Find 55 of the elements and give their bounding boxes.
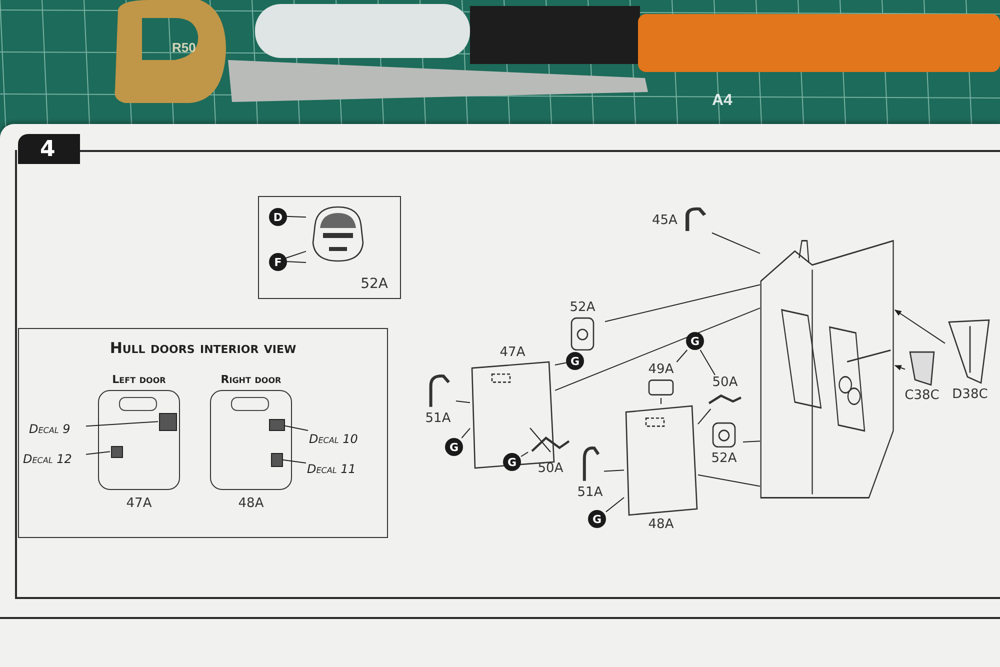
decal-label: Decal 10	[309, 430, 383, 448]
assembly-line	[660, 398, 662, 404]
assembly-line	[554, 308, 760, 391]
part-number: 48A	[238, 496, 264, 511]
leader-line	[86, 451, 110, 455]
mat-marking: R50	[172, 40, 196, 55]
part-number: 48A	[648, 517, 674, 532]
assembly-line	[712, 232, 760, 254]
leader-line	[282, 459, 306, 464]
part-number: D38C	[952, 387, 988, 402]
part-number: 50A	[712, 375, 738, 390]
assembly-line	[698, 408, 712, 425]
part-number: 52A	[360, 276, 388, 292]
assembly-line	[894, 365, 906, 370]
leader-line	[554, 362, 566, 366]
leader-line	[284, 425, 308, 431]
part-number: 52A	[711, 451, 737, 466]
detail-inset-panel	[258, 196, 401, 299]
leader-line	[700, 350, 716, 376]
leader-line	[86, 421, 158, 427]
decal-marking	[159, 413, 177, 431]
assembly-line	[894, 310, 946, 344]
assembly-line	[604, 470, 624, 472]
decal-label: Decal 9	[29, 420, 87, 438]
part-number: 45A	[652, 212, 678, 228]
mat-marking: A4	[712, 92, 732, 110]
decal-label: Decal 12	[23, 450, 87, 468]
assembly-line	[530, 428, 551, 452]
leader-line	[286, 216, 306, 218]
part-number: 47A	[126, 496, 152, 511]
leader-line	[286, 250, 306, 258]
part-number: 49A	[648, 362, 674, 377]
step-number: 4	[18, 134, 80, 164]
decal-marking	[111, 446, 123, 458]
leader-line	[606, 496, 624, 512]
part-number: C38C	[904, 388, 940, 403]
leader-line	[286, 260, 306, 264]
part-number: 51A	[577, 485, 603, 500]
leader-line	[461, 428, 470, 438]
door-heading: Left door	[112, 373, 166, 386]
assembly-line	[742, 440, 760, 442]
door-heading: Right door	[220, 373, 282, 386]
part-number: 52A	[570, 300, 596, 315]
part-number: 47A	[500, 345, 526, 360]
inset-panel	[18, 328, 388, 538]
decal-marking	[271, 453, 283, 467]
assembly-line	[604, 284, 760, 322]
panel-title: Hull doors interior view	[108, 339, 298, 357]
assembly-line	[698, 474, 760, 487]
part-number: 51A	[425, 411, 451, 426]
assembly-line	[456, 400, 470, 404]
decal-label: Decal 11	[307, 460, 381, 478]
decal-marking	[269, 419, 285, 431]
leader-line	[520, 452, 528, 457]
leader-line	[676, 350, 688, 362]
